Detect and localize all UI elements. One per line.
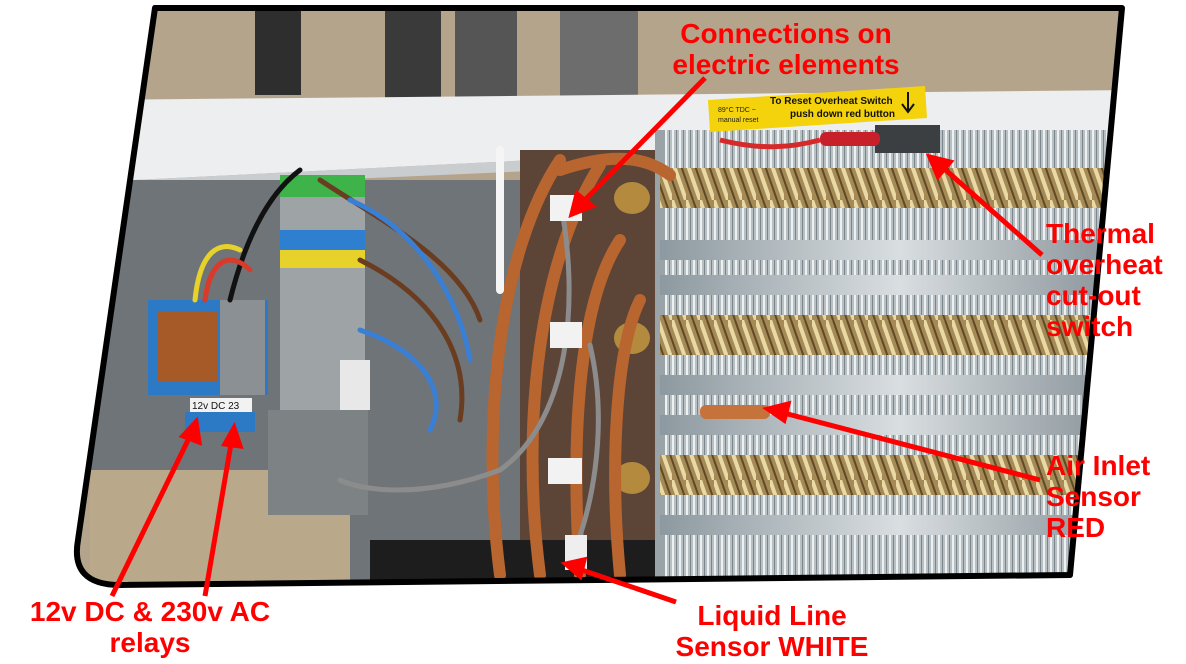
sticker-small-text: manual reset xyxy=(718,117,759,124)
relay-sticker-text: 12v DC 23 xyxy=(192,401,240,412)
label-line: overheat xyxy=(1046,249,1163,280)
arrowhead-icon xyxy=(560,556,588,581)
label-line: electric elements xyxy=(672,49,900,80)
coil-frame xyxy=(655,130,665,585)
arrow-liquid-line xyxy=(575,565,677,605)
sticker-main-text: To Reset Overheat Switch xyxy=(770,96,893,107)
sticker-small-text: 89°C TDC ~ xyxy=(718,106,756,114)
label-line: Thermal xyxy=(1046,218,1155,249)
terminal-blocks xyxy=(268,175,370,515)
label-line: Liquid Line xyxy=(697,600,847,631)
arrowhead-icon xyxy=(762,400,792,425)
overheat-switch xyxy=(719,125,940,153)
arrow-relay-ac xyxy=(202,437,235,597)
arrowhead-icon xyxy=(568,189,597,219)
label-line: Air Inlet xyxy=(1046,450,1151,481)
top-pipe xyxy=(455,8,517,100)
label-line: Connections on xyxy=(680,18,892,49)
arrow-thermal xyxy=(938,163,1044,257)
heating-element-spiral xyxy=(660,315,1122,355)
relay-modules: 12v DC 23 xyxy=(148,300,268,432)
arrow-connections xyxy=(578,76,707,207)
heating-element-spiral xyxy=(660,455,1122,495)
top-pipe xyxy=(255,8,301,95)
arrow-relay-dc xyxy=(109,430,195,598)
label-air-inlet-sensor: Air Inlet Sensor RED xyxy=(1046,450,1150,543)
label-line: relays xyxy=(109,627,191,658)
copper-pipes xyxy=(486,152,676,581)
label-connections-on-electric-elements: Connections on electric elements xyxy=(636,18,936,80)
label-line: switch xyxy=(1046,311,1134,342)
label-line: Sensor xyxy=(1046,481,1141,512)
label-line: RED xyxy=(1046,512,1106,543)
label-relays: 12v DC & 230v AC relays xyxy=(0,596,300,658)
heating-element-spiral xyxy=(660,168,1122,208)
air-inlet-sensor xyxy=(700,405,770,419)
arrowhead-icon xyxy=(925,153,955,181)
label-line: cut-out xyxy=(1046,280,1141,311)
arrowhead-icon xyxy=(178,416,203,446)
label-line: 12v DC & 230v AC xyxy=(29,596,271,627)
photo-border xyxy=(73,5,1125,588)
label-line: Sensor WHITE xyxy=(675,631,869,662)
arrowhead-icon xyxy=(221,421,244,450)
top-pipe xyxy=(560,8,638,100)
label-liquid-line-sensor: Liquid Line Sensor WHITE xyxy=(642,600,902,662)
arrow-air-inlet xyxy=(779,409,1041,483)
arrow-down-icon xyxy=(901,92,915,114)
top-pipe xyxy=(385,8,441,100)
coil-tubes xyxy=(660,240,1122,535)
annotation-arrows xyxy=(109,76,1044,605)
label-thermal-overheat-switch: Thermal overheat cut-out switch xyxy=(1046,218,1163,342)
sticker-main-text: push down red button xyxy=(790,109,895,120)
reset-sticker: 89°C TDC ~ manual reset To Reset Overhea… xyxy=(708,86,927,132)
photo-content: 89°C TDC ~ manual reset To Reset Overhea… xyxy=(76,8,1122,585)
